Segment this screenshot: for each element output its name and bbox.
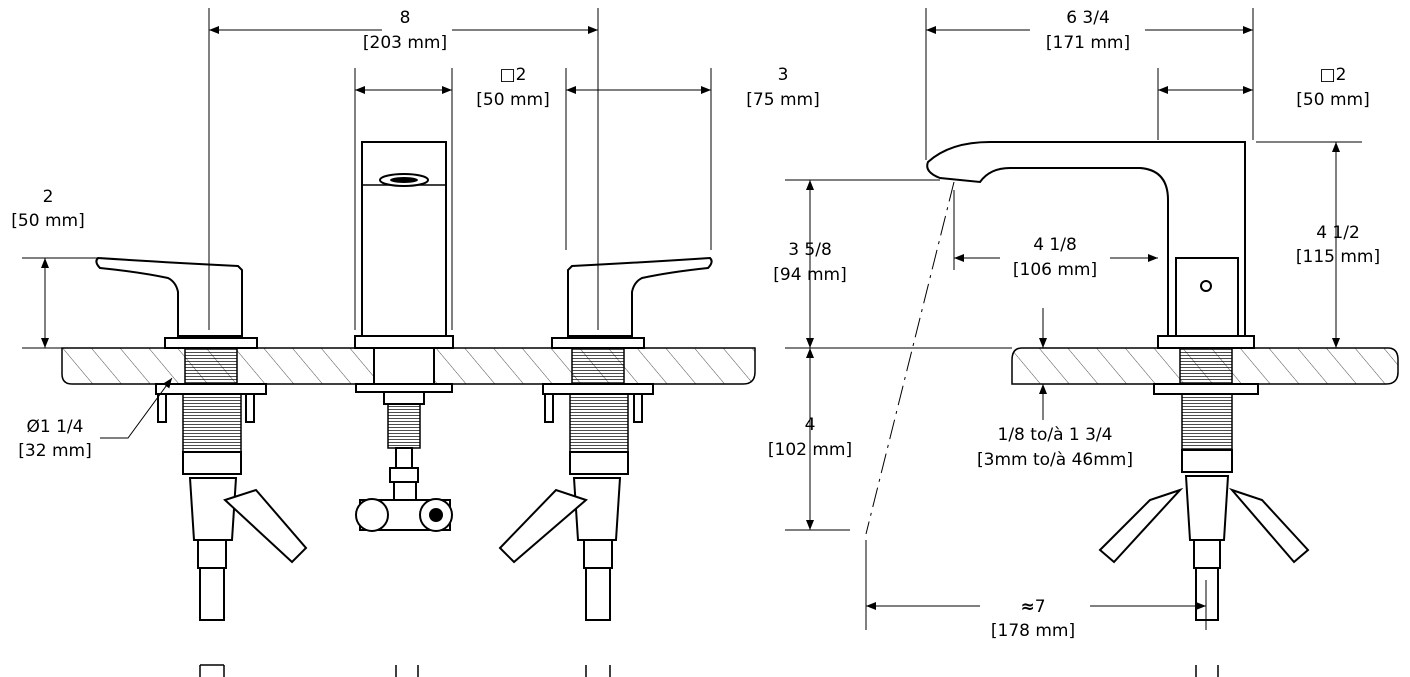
approx-symbol: ≈ — [1020, 597, 1034, 617]
dim-reach-imperial: 4 1/8 — [1033, 235, 1077, 255]
dim-height-metric: [115 mm] — [1296, 247, 1380, 267]
dim-side-square-imperial: 2 — [1336, 65, 1347, 85]
dim-reach-metric: [106 mm] — [1013, 260, 1097, 280]
front-elevation — [22, 8, 756, 677]
dim-handle-width-metric: [75 mm] — [746, 90, 819, 110]
dim-side-total-metric: [171 mm] — [1046, 33, 1130, 53]
dim-spout-square-metric: [50 mm] — [476, 90, 549, 110]
dim-shank-diameter-imperial: 1 1/4 — [40, 417, 84, 437]
left-handle-valve — [95, 256, 308, 677]
center-spout — [354, 141, 454, 677]
dim-stream-reach-metric: [178 mm] — [991, 621, 1075, 641]
dim-clearance-imperial: 3 5/8 — [788, 240, 832, 260]
dimension-labels: 8 [203 mm] □2 [50 mm] 3 [75 mm] 2 [50 mm… — [11, 8, 1380, 641]
dim-below-deck-imperial: 4 — [805, 415, 816, 435]
dim-handle-height-metric: [50 mm] — [11, 211, 84, 231]
right-handle-valve — [498, 256, 713, 677]
dim-shank-diameter-metric: [32 mm] — [18, 441, 91, 461]
dim-side-total-imperial: 6 3/4 — [1066, 8, 1110, 28]
svg-text:□2: □2 — [1320, 65, 1347, 85]
dim-deck-thickness-metric: [3mm to/à 46mm] — [977, 450, 1133, 470]
svg-text:Ø1 1/4: Ø1 1/4 — [27, 417, 84, 437]
dim-handle-height-imperial: 2 — [43, 187, 54, 207]
dim-front-width-metric: [203 mm] — [363, 33, 447, 53]
dim-side-square-metric: [50 mm] — [1296, 90, 1369, 110]
dim-front-width-imperial: 8 — [400, 8, 411, 28]
svg-text:≈7: ≈7 — [1020, 597, 1045, 617]
diameter-symbol: Ø — [27, 417, 40, 437]
square-symbol-side: □ — [1320, 65, 1336, 85]
dim-below-deck-metric: [102 mm] — [768, 440, 852, 460]
svg-text:□2: □2 — [500, 65, 527, 85]
dim-clearance-metric: [94 mm] — [773, 265, 846, 285]
dim-height-imperial: 4 1/2 — [1316, 223, 1360, 243]
side-elevation — [785, 8, 1399, 677]
dim-deck-thickness-imperial: 1/8 to/à 1 3/4 — [998, 425, 1113, 445]
dim-spout-square-imperial: 2 — [516, 65, 527, 85]
dim-stream-reach-imperial: 7 — [1035, 597, 1046, 617]
square-symbol: □ — [500, 65, 516, 85]
dim-handle-width-imperial: 3 — [778, 65, 789, 85]
